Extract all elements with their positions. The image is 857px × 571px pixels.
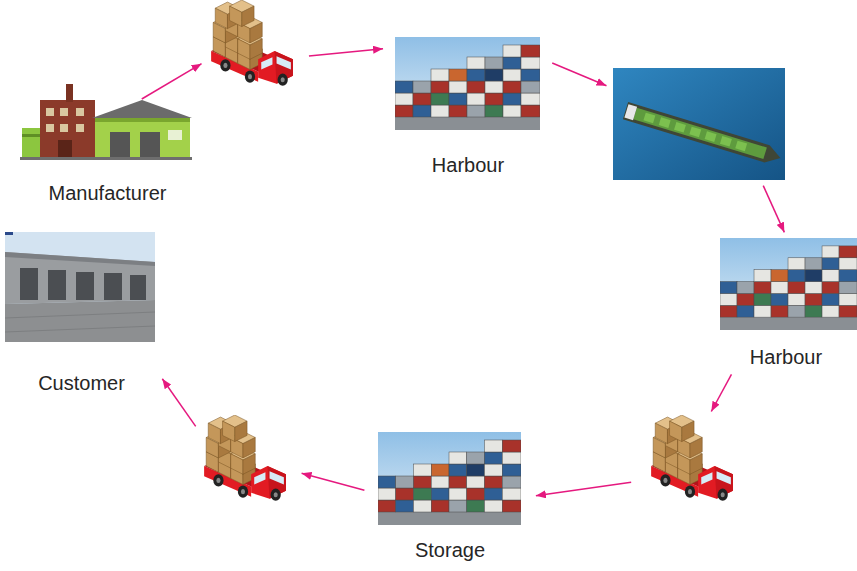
- storage-photo: [378, 432, 521, 525]
- flow-arrow: [162, 379, 195, 427]
- truck-node: [645, 415, 737, 507]
- harbour-node: Harbour: [718, 236, 854, 369]
- harbour-photo: [395, 37, 540, 130]
- ship-photo: [613, 68, 785, 180]
- flow-arrow: [536, 482, 631, 495]
- node-label: Harbour: [432, 153, 504, 177]
- flow-arrow: [302, 473, 365, 490]
- harbour-node: Harbour: [393, 35, 543, 177]
- node-label: Manufacturer: [49, 181, 167, 205]
- node-label: Storage: [415, 538, 485, 562]
- flow-arrow: [763, 186, 784, 233]
- flow-arrow: [711, 374, 731, 411]
- node-label: Harbour: [750, 345, 822, 369]
- factory-node: Manufacturer: [20, 100, 195, 205]
- truck-icon: [651, 415, 733, 501]
- node-label: Customer: [38, 371, 125, 395]
- harbour-photo: [720, 238, 857, 330]
- flow-arrow: [552, 63, 606, 86]
- customer-photo: [5, 232, 155, 342]
- flow-arrow: [142, 64, 202, 99]
- storage-node: Storage: [376, 430, 524, 562]
- truck-node: [205, 0, 297, 92]
- truck-icon: [211, 0, 293, 86]
- truck-icon: [204, 415, 286, 501]
- ship-node: [612, 66, 788, 182]
- truck-node: [198, 415, 290, 507]
- flow-arrow: [309, 49, 383, 56]
- customer-node: Customer: [3, 232, 160, 395]
- factory-icon: [20, 84, 192, 160]
